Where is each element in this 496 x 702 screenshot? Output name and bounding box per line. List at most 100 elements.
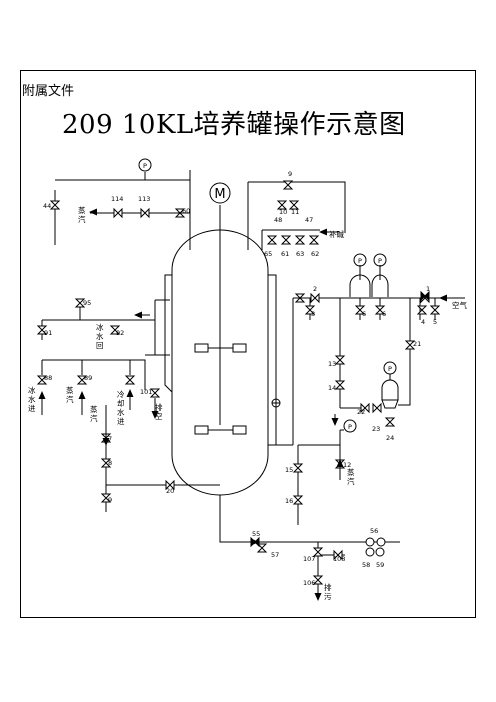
valve-icon [280, 235, 292, 245]
valve-icon [372, 402, 382, 414]
diagram-title: 209 10KL培养罐操作示意图 [62, 110, 406, 140]
valve-icon [310, 292, 320, 304]
valve-icon [334, 355, 346, 365]
svg-text:44: 44 [43, 202, 51, 210]
valve-numbers: 9 10 11 48 47 65 61 63 62 44 114 113 60 … [43, 170, 437, 587]
svg-text:P: P [358, 257, 362, 265]
valve-icon [360, 402, 370, 414]
valve-icon [416, 305, 428, 315]
svg-text:91: 91 [44, 329, 52, 337]
valve-icon [288, 200, 300, 210]
label-drain: 排污 [324, 582, 332, 601]
svg-text:11: 11 [291, 208, 299, 216]
svg-text:12: 12 [343, 461, 351, 469]
svg-text:62: 62 [311, 250, 319, 258]
valve-icon [304, 305, 316, 315]
motor-symbol: M [209, 182, 231, 204]
svg-text:4: 4 [421, 318, 425, 326]
svg-text:61: 61 [281, 250, 289, 258]
valve-icon [124, 375, 136, 385]
svg-text:8: 8 [108, 459, 112, 467]
pressure-gauge-mid: P [340, 419, 357, 433]
svg-text:P: P [388, 365, 392, 373]
flow-arrows [38, 208, 465, 601]
valve-icon [312, 575, 324, 585]
svg-text:60: 60 [182, 207, 190, 215]
svg-text:114: 114 [111, 195, 123, 203]
svg-text:59: 59 [376, 561, 384, 569]
svg-text:48: 48 [274, 216, 282, 224]
svg-text:M: M [214, 187, 225, 202]
pressure-gauge-drum-2: P [371, 253, 389, 297]
valve-icon [140, 207, 150, 219]
drawing-frame [20, 70, 476, 618]
attachment-label: 附属文件 [22, 84, 75, 99]
label-steam-right: 蒸汽 [347, 467, 355, 486]
valve-icon [100, 458, 112, 468]
svg-text:5: 5 [433, 318, 437, 326]
svg-text:P: P [348, 423, 352, 431]
valve-icon [276, 200, 288, 210]
label-ice-water-return: 冰水回 [96, 322, 104, 350]
svg-text:47: 47 [305, 216, 313, 224]
label-cooling-water-in: 冷却水进 [117, 389, 125, 426]
label-add-alkali: 补碱 [329, 229, 344, 239]
svg-text:113: 113 [138, 195, 150, 203]
sight-valve-icon [365, 547, 375, 557]
valve-icon [74, 298, 86, 308]
valves [36, 180, 441, 585]
svg-text:14: 14 [328, 384, 336, 392]
valve-icon [109, 325, 121, 335]
valve-icon [266, 235, 278, 245]
svg-text:P: P [378, 257, 382, 265]
svg-text:24: 24 [386, 434, 394, 442]
svg-text:22: 22 [357, 408, 365, 416]
valve-icon [174, 208, 186, 218]
svg-text:107: 107 [303, 555, 315, 563]
valve-icon [113, 207, 123, 219]
label-steam-top: 蒸汽 [78, 205, 86, 224]
valve-icon [36, 375, 48, 385]
valve-icon [165, 479, 175, 491]
svg-text:23: 23 [372, 425, 380, 433]
valve-icon [149, 388, 161, 398]
svg-text:55: 55 [252, 530, 260, 538]
svg-text:9: 9 [288, 170, 292, 178]
pressure-gauge-top: P [138, 158, 152, 180]
svg-text:21: 21 [413, 340, 421, 348]
valve-icon [256, 543, 268, 553]
label-steam-mid: 蒸汽 [90, 404, 98, 423]
svg-text:108: 108 [333, 555, 345, 563]
valve-icon [308, 235, 320, 245]
svg-text:20: 20 [166, 487, 174, 495]
svg-text:56: 56 [370, 527, 378, 535]
sight-valve-icon [365, 537, 375, 547]
valve-icon [36, 325, 48, 335]
svg-text:6: 6 [362, 310, 366, 318]
valve-icon [76, 375, 88, 385]
valve-icon [292, 495, 304, 505]
svg-text:89: 89 [84, 374, 92, 382]
svg-text:9: 9 [108, 496, 112, 504]
valve-icon [333, 549, 343, 561]
svg-text:95: 95 [83, 299, 91, 307]
svg-text:106: 106 [303, 579, 315, 587]
label-exhaust: 排空 [155, 402, 163, 421]
svg-text:88: 88 [44, 374, 52, 382]
svg-text:92: 92 [116, 329, 124, 337]
pressure-gauge-drum-1: P [349, 253, 371, 297]
pipe-network [41, 170, 440, 590]
svg-text:63: 63 [296, 250, 304, 258]
sight-valve-icon [375, 547, 385, 557]
label-air: 空气 [452, 300, 467, 310]
valve-icon [429, 305, 441, 315]
svg-text:13: 13 [328, 360, 336, 368]
svg-text:15: 15 [285, 466, 293, 474]
svg-text:P: P [143, 162, 147, 170]
media-labels: 蒸汽 补碱 空气 冰水回 冰水进 蒸汽 蒸汽 冷却水进 排空 蒸汽 排污 [28, 205, 467, 601]
valve-icon [100, 493, 112, 503]
label-steam-left: 蒸汽 [66, 385, 74, 404]
svg-text:3: 3 [311, 310, 315, 318]
svg-text:2: 2 [313, 285, 317, 293]
